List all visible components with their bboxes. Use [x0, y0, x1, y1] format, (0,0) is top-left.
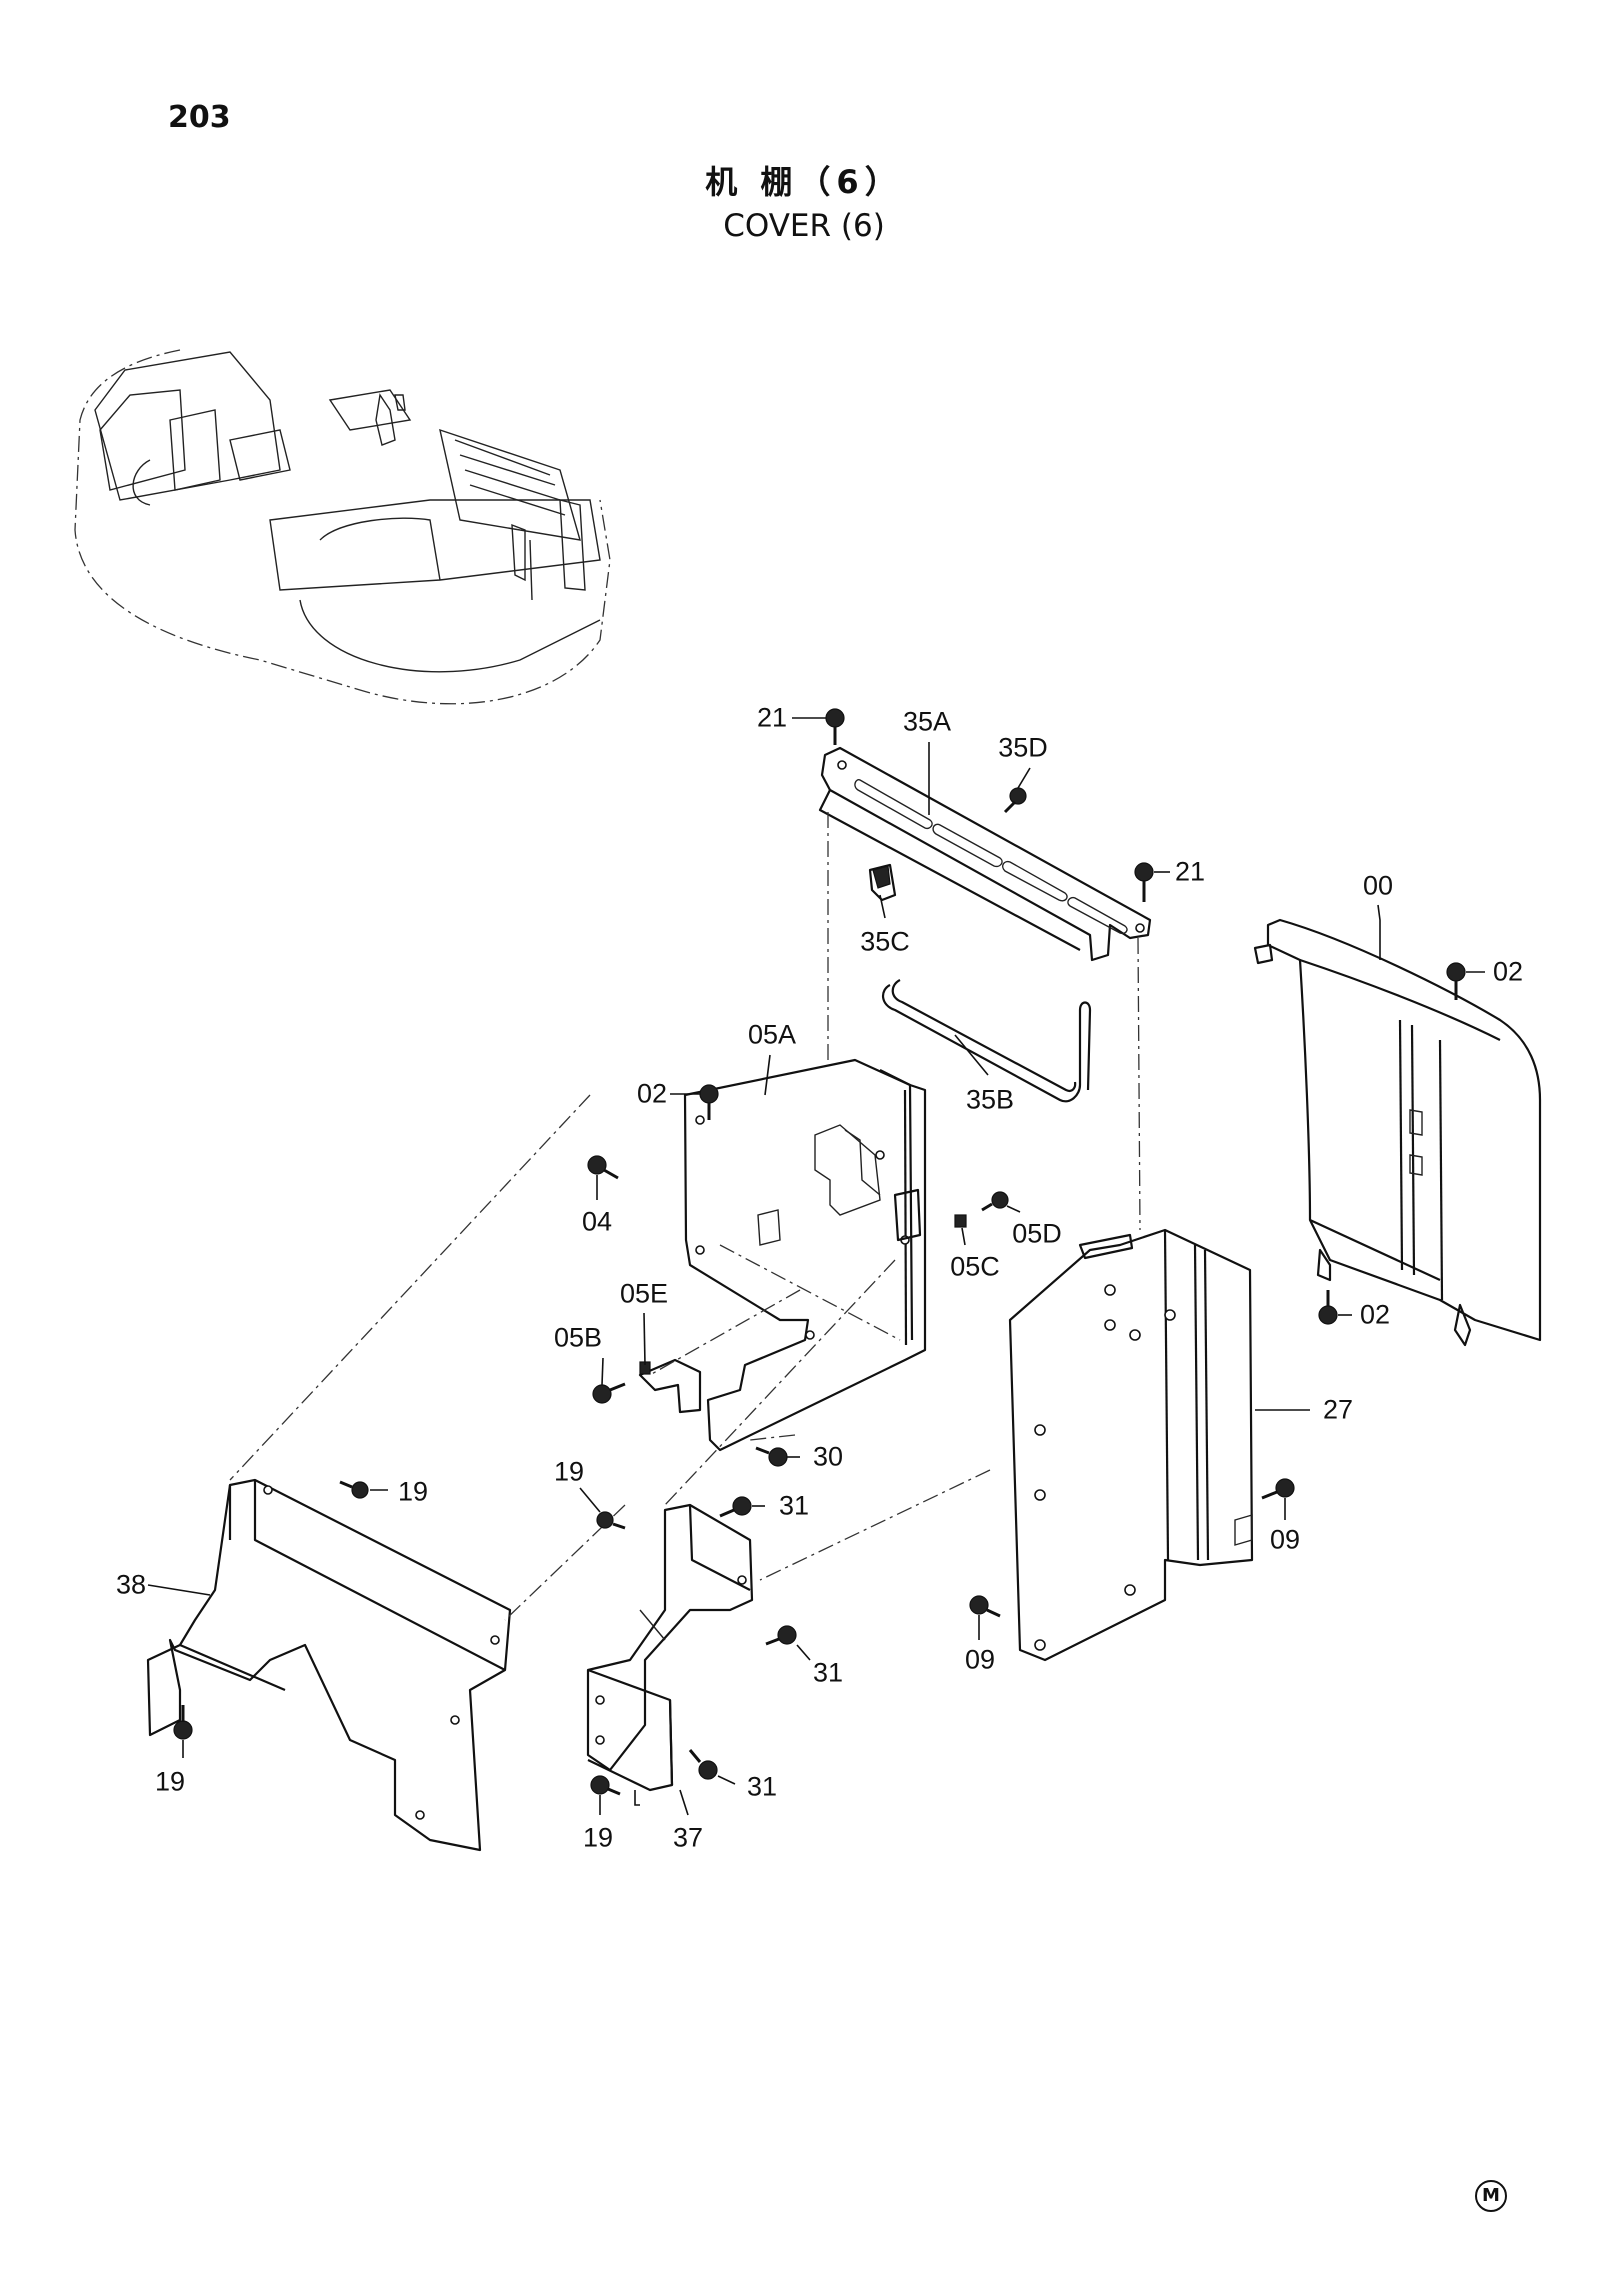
alignment-lines	[229, 812, 1141, 1621]
bolt-19-d-icon	[590, 1775, 621, 1796]
bolt-04-icon	[587, 1155, 619, 1180]
callout-19-d: 19	[582, 1822, 614, 1853]
callout-35b: 35B	[965, 1084, 1015, 1115]
excavator-overview-sketch	[74, 349, 611, 705]
callout-00: 00	[1362, 870, 1394, 901]
part-35b-rod	[882, 979, 1092, 1103]
bolt-31-b-icon	[765, 1625, 797, 1646]
callout-05d: 05D	[1012, 1218, 1062, 1249]
callout-02-topright: 02	[1492, 956, 1524, 987]
bolt-02-topright-icon	[1446, 962, 1466, 1000]
bolt-02-lowright-icon	[1318, 1290, 1338, 1325]
part-27-panel	[1008, 1228, 1254, 1662]
bolt-05b-icon	[592, 1382, 626, 1404]
part-38-cover	[146, 1478, 512, 1852]
callout-19-a: 19	[397, 1476, 429, 1507]
callout-27: 27	[1322, 1394, 1354, 1425]
callout-19-b: 19	[553, 1456, 585, 1487]
callout-35a: 35A	[902, 706, 952, 737]
page-number: 203	[168, 100, 231, 135]
callout-09-a: 09	[1269, 1524, 1301, 1555]
callout-02-mid: 02	[636, 1078, 668, 1109]
nut-05c-icon	[954, 1214, 967, 1228]
callout-31-b: 31	[812, 1657, 844, 1688]
bolt-02-mid-icon	[699, 1084, 719, 1120]
callout-05b: 05B	[553, 1322, 603, 1353]
callout-21-right: 21	[1174, 856, 1206, 887]
bolt-30-icon	[755, 1446, 788, 1467]
callout-09-b: 09	[964, 1644, 996, 1675]
bolt-05d-icon	[981, 1191, 1009, 1212]
title-chinese: 机 棚（6）	[705, 163, 903, 201]
bolt-31-a-icon	[719, 1496, 752, 1518]
bolt-19-a-icon	[339, 1480, 369, 1499]
callout-37: 37	[672, 1822, 704, 1853]
callout-05e: 05E	[619, 1278, 669, 1309]
bolt-09-b-icon	[969, 1595, 1001, 1618]
callout-21-top: 21	[756, 702, 788, 733]
bolt-35d-icon	[1003, 787, 1027, 814]
callout-30: 30	[812, 1441, 844, 1472]
callout-38: 38	[115, 1569, 147, 1600]
bolt-21-right-icon	[1134, 862, 1154, 902]
callout-31-c: 31	[746, 1771, 778, 1802]
callout-19-c: 19	[154, 1766, 186, 1797]
leader-lines	[147, 717, 1485, 1816]
clip-35c-icon	[872, 865, 891, 889]
bolt-31-c-icon	[688, 1749, 718, 1780]
callout-05a: 05A	[747, 1019, 797, 1050]
bolt-21-top-icon	[825, 708, 845, 745]
callout-35d: 35D	[998, 732, 1048, 763]
title-english: COVER (6)	[723, 208, 885, 244]
title-block: 机 棚（6） COVER (6)	[0, 160, 1608, 248]
corner-mark-icon: M	[1475, 2180, 1507, 2212]
callout-05c: 05C	[950, 1251, 1000, 1282]
bolt-09-a-icon	[1261, 1478, 1295, 1500]
part-05a-panel	[638, 1058, 927, 1452]
part-00-cover-panel	[1253, 918, 1542, 1347]
bolt-19-b-icon	[596, 1511, 626, 1530]
callout-31-a: 31	[778, 1490, 810, 1521]
callout-04: 04	[581, 1206, 613, 1237]
part-35a-bracket	[818, 746, 1152, 962]
part-37-duct	[586, 1503, 754, 1792]
callout-02-lowright: 02	[1359, 1299, 1391, 1330]
bolt-19-c-icon	[173, 1705, 193, 1740]
callout-35c: 35C	[860, 926, 910, 957]
